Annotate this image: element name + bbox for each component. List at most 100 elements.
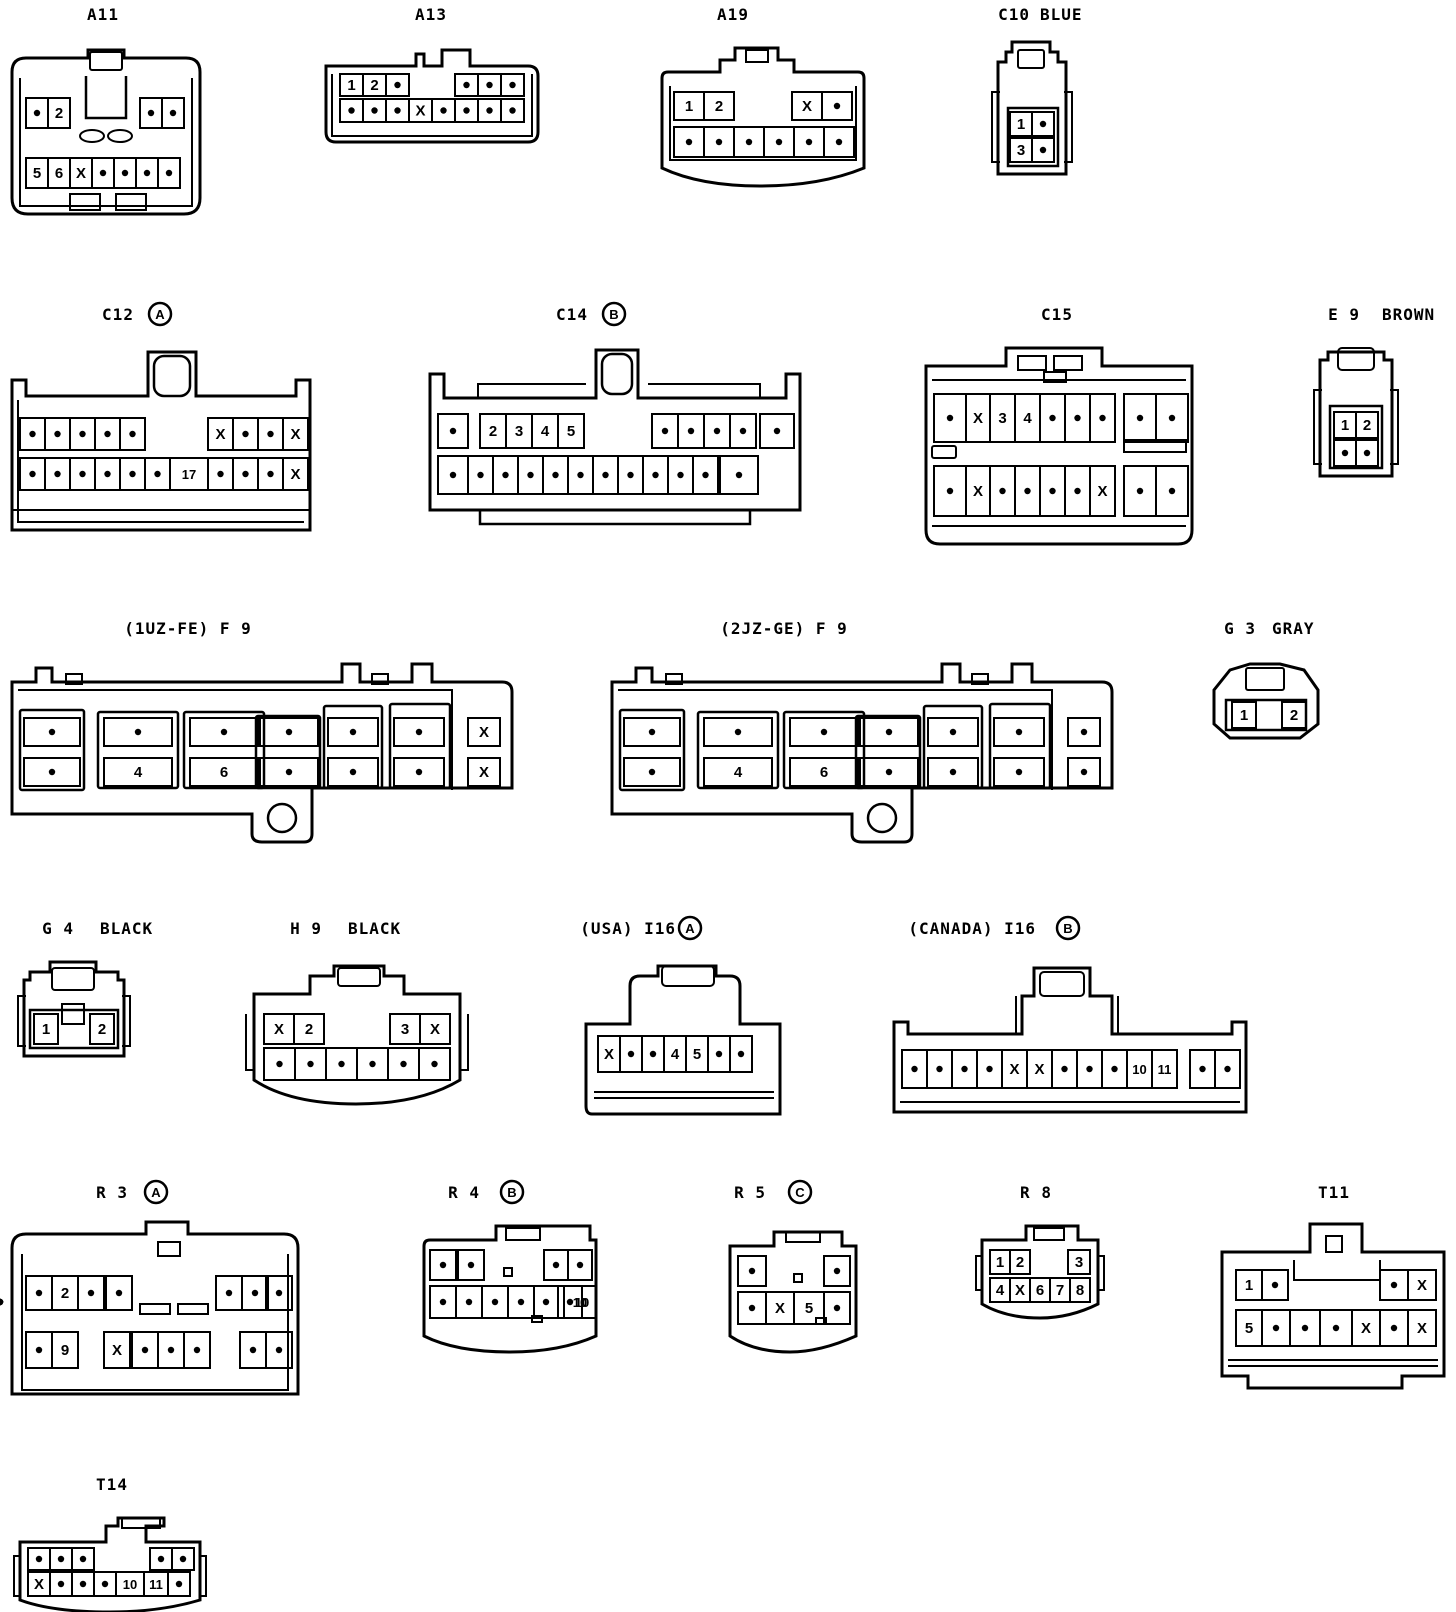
pin-dot [946,487,954,495]
pin-dot [661,427,669,435]
variant-badge: A [147,301,173,327]
pin-dot [715,138,723,146]
pin-dot [1111,1065,1118,1073]
variant-letter: C [795,1185,805,1200]
wire-color-label: GRAY [1272,619,1315,638]
pin-dot [748,1267,756,1275]
pin-dot [0,1298,4,1306]
connector-label: A19 [717,5,749,24]
housing-outline [892,966,1248,1114]
pin-cavity [327,757,379,787]
pin-number: X [1034,1061,1044,1078]
housing-outline [245,1014,469,1071]
pin-cavity [729,1035,753,1073]
connector-label: T14 [96,1475,128,1494]
pin-number: X [215,426,225,443]
pin-cavity [859,717,919,747]
pin-dot [1301,1324,1309,1332]
housing-outline [584,964,782,1116]
connector-label: C14 [556,305,588,324]
pin-cavity [437,413,469,449]
pin-cavity [161,97,185,129]
pin-dot [87,1289,95,1297]
pin-number: X [112,1342,122,1359]
pin-dot [775,138,783,146]
pin-cavity [189,757,259,787]
pin-cavity [719,455,759,495]
pin-dot [1390,1281,1398,1289]
pin-number: X [430,1021,440,1038]
cavity-block [1328,404,1384,470]
pin-dot [193,1346,201,1354]
pin-number: 6 [220,764,228,781]
pin-dot [685,138,693,146]
pin-dot [285,728,293,736]
lock-tab [69,193,101,211]
variant-letter: A [155,307,165,322]
latch [661,965,715,987]
latch [600,352,634,396]
pin-dot [220,728,228,736]
pin-dot [773,427,781,435]
pin-number: X [290,426,300,443]
latch-guard [84,76,128,120]
wire-color-label: BLACK [348,919,401,938]
pin-dot [486,81,493,89]
pin-dot [477,471,484,479]
pin-number: 7 [1056,1282,1064,1299]
housing-outline [10,1220,300,1396]
pin-cavity [23,757,81,787]
pin-number: 5 [567,423,575,440]
pin-cavity [1067,1249,1091,1275]
pin-cavity [103,757,173,787]
housing-outline [324,48,540,144]
pin-number: X [479,724,489,741]
wire-color-label: BLUE [1040,5,1083,24]
pin-dot [627,1050,635,1058]
variant-badge: C [787,1179,813,1205]
pin-number: X [1417,1320,1427,1337]
pin-dot [734,728,742,736]
pin-dot [179,1555,187,1563]
housing-outline [428,348,802,512]
pin-dot [415,728,423,736]
housing-outline [669,86,857,161]
pin-dot [1224,1065,1231,1073]
pin-cavity [119,417,146,451]
pin-number: 5 [693,1046,701,1063]
pin-dot [627,471,634,479]
pin-dot [143,169,151,177]
housing-outline [21,1254,289,1391]
pin-dot [449,471,457,479]
pin-cavity [103,717,173,747]
key-slot [931,445,957,459]
pin-dot [735,471,743,479]
pin-dot [48,768,56,776]
pin-dot [833,102,841,110]
wire-color-label: BLACK [100,919,153,938]
wire-color-label: BROWN [1382,305,1435,324]
pin-dot [1049,487,1056,495]
pin-dot [79,1580,87,1588]
pin-dot [400,1060,407,1068]
pin-number: X [34,1576,44,1593]
variant-badge-ring [1055,915,1081,941]
pin-dot [1136,487,1144,495]
variant-letter: A [685,921,695,936]
connector-label: R 5 [734,1183,766,1202]
cavity-block [388,702,452,790]
pin-number: 5 [805,1300,813,1317]
pin-dot [167,1346,175,1354]
cavity-block [922,704,984,790]
pin-dot [338,1060,345,1068]
cavity-block [782,710,866,790]
pin-cavity [1407,1309,1437,1347]
pin-dot [576,1261,584,1269]
pin-dot [394,81,401,89]
